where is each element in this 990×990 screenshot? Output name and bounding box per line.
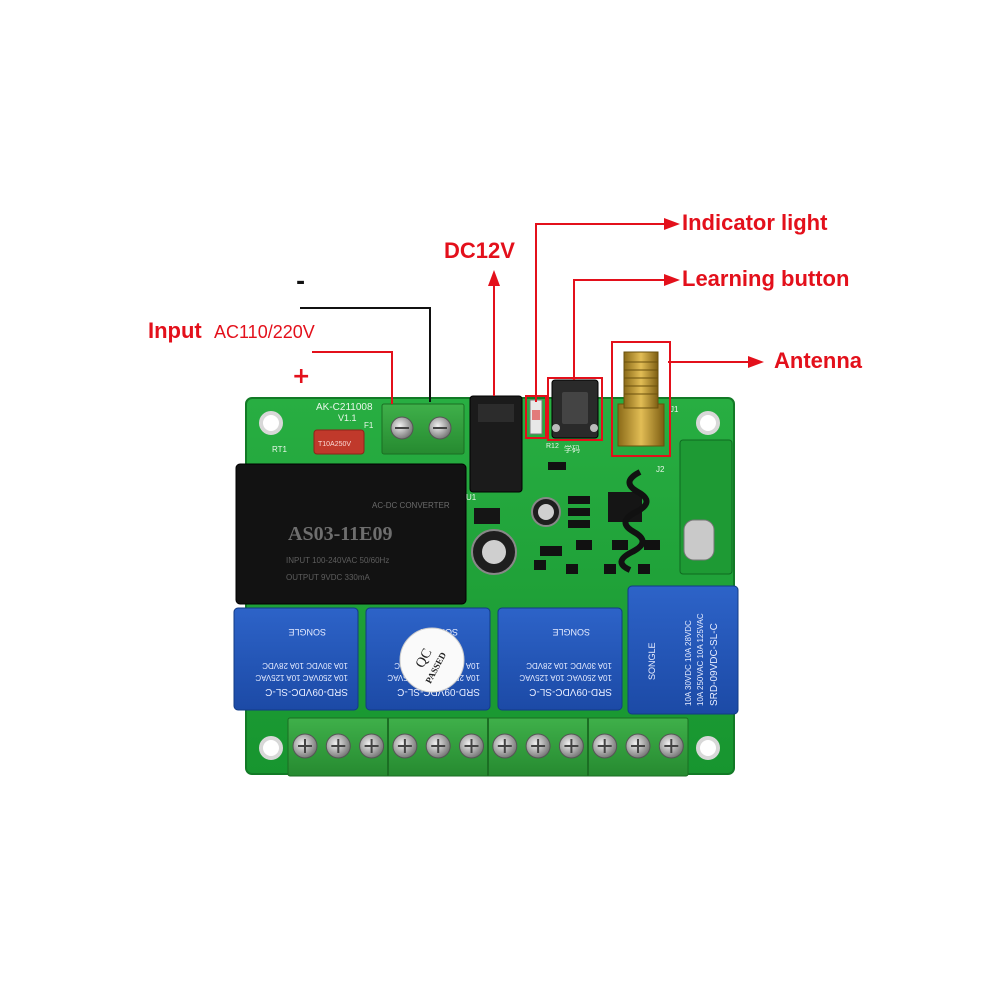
relay-4: SRD-09VDC-SL-C 10A 250VAC 10A 125VAC 10A… xyxy=(627,585,739,715)
arrow-right-icon xyxy=(664,274,680,286)
arrow-heads xyxy=(488,218,764,368)
arrow-right-icon xyxy=(664,218,680,230)
ic-chip xyxy=(474,508,500,524)
sma-base xyxy=(617,403,665,447)
label-r12: R12 xyxy=(546,443,559,450)
svg-text:10A 250VAC 10A 125VAC: 10A 250VAC 10A 125VAC xyxy=(255,673,348,682)
input-terminal xyxy=(381,403,465,455)
antenna-coil xyxy=(618,469,650,573)
arrow-right-icon xyxy=(748,356,764,368)
svg-text:10A 30VDC 10A 28VDC: 10A 30VDC 10A 28VDC xyxy=(684,620,693,706)
label-input-voltage: AC110/220V xyxy=(214,322,315,342)
fuse-text: T10A250V xyxy=(318,441,351,448)
converter-input: INPUT 100-240VAC 50/60Hz xyxy=(286,556,389,565)
label-rt1: RT1 xyxy=(272,445,288,454)
fuse xyxy=(313,429,365,455)
svg-text:SONGLE: SONGLE xyxy=(288,627,326,637)
svg-text:SRD-09VDC-SL-C: SRD-09VDC-SL-C xyxy=(265,686,348,697)
label-j2: J2 xyxy=(656,465,665,474)
output-terminal-block xyxy=(287,717,689,777)
relay-3: SRD-09VDC-SL-C 10A 250VAC 10A 125VAC 10A… xyxy=(497,607,623,711)
label-indicator-light: Indicator light xyxy=(682,210,828,235)
relay-2: SRD-09VDC-SL-C 10A 250VAC 10A 125VAC 10A… xyxy=(365,607,491,711)
label-j1: J1 xyxy=(670,405,679,414)
svg-text:SONGLE: SONGLE xyxy=(552,627,590,637)
label-f1: F1 xyxy=(364,421,374,430)
board-version: V1.1 xyxy=(338,413,357,423)
svg-text:SRD-09VDC-SL-C: SRD-09VDC-SL-C xyxy=(709,623,720,706)
board-model: AK-C211008 xyxy=(316,402,373,413)
converter-name: AS03-11E09 xyxy=(288,523,392,545)
label-input: Input xyxy=(148,318,202,343)
relay-1: SRD-09VDC-SL-C 10A 250VAC 10A 125VAC 10A… xyxy=(233,607,359,711)
svg-text:SRD-09VDC-SL-C: SRD-09VDC-SL-C xyxy=(529,686,612,697)
arrow-up-icon xyxy=(488,270,500,286)
svg-text:10A 30VDC 10A 28VDC: 10A 30VDC 10A 28VDC xyxy=(526,661,612,670)
qc-sticker xyxy=(399,627,465,693)
converter-output: OUTPUT 9VDC 330mA xyxy=(286,573,371,582)
svg-text:10A 30VDC 10A 28VDC: 10A 30VDC 10A 28VDC xyxy=(262,661,348,670)
label-dc12v: DC12V xyxy=(444,238,515,263)
svg-text:10A 250VAC 10A 125VAC: 10A 250VAC 10A 125VAC xyxy=(696,613,705,706)
label-plus: + xyxy=(292,364,311,389)
svg-text:SONGLE: SONGLE xyxy=(647,642,657,680)
ac-dc-converter xyxy=(235,463,467,605)
converter-brand: AC-DC CONVERTER xyxy=(372,501,450,510)
label-minus: - xyxy=(296,270,306,295)
label-u1: U1 xyxy=(466,493,477,502)
mounting-holes xyxy=(259,411,720,760)
annotation-lines xyxy=(300,223,750,457)
label-learning-button: Learning button xyxy=(682,266,850,291)
svg-text:10A 250VAC 10A 125VAC: 10A 250VAC 10A 125VAC xyxy=(519,673,612,682)
sma-barrel xyxy=(623,351,659,409)
label-antenna: Antenna xyxy=(774,348,862,373)
learn-cn: 学码 xyxy=(564,444,580,454)
output-screws xyxy=(292,733,684,759)
